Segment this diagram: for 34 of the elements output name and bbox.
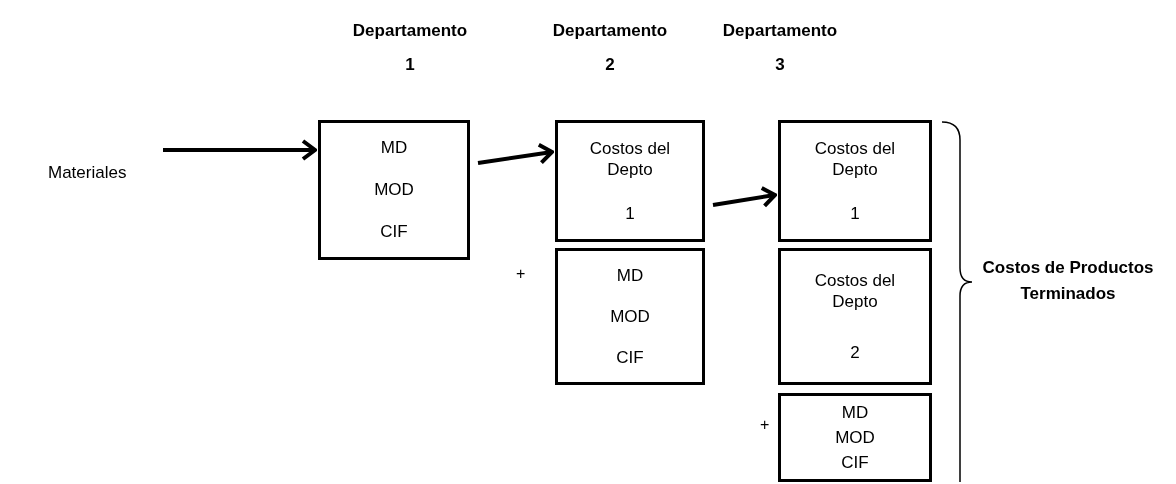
result-label: Costos de Productos Terminados <box>981 257 1155 305</box>
cost-item: Costos del Depto <box>813 138 897 181</box>
process-box <box>318 120 470 260</box>
department-header: 3 <box>775 54 785 76</box>
process-box <box>778 248 932 385</box>
plus-sign: + <box>516 264 526 284</box>
department-header: Departamento <box>552 20 668 42</box>
department-header: Departamento <box>722 20 838 42</box>
cost-item: 2 <box>849 341 861 364</box>
plus-sign: + <box>760 415 770 435</box>
department-header: 2 <box>605 54 615 76</box>
process-box <box>555 248 705 385</box>
input-label: Materiales <box>47 162 128 184</box>
cost-item: 1 <box>849 202 861 224</box>
process-box <box>778 393 932 482</box>
arrow <box>712 186 777 208</box>
cost-item: MD <box>379 137 409 159</box>
process-box <box>778 120 932 242</box>
cost-item: MD <box>840 401 870 424</box>
arrow <box>163 139 317 161</box>
cost-item: Costos del Depto <box>813 269 897 313</box>
department-header: Departamento <box>352 20 468 42</box>
process-box <box>555 120 705 242</box>
cost-item: MOD <box>834 426 876 449</box>
cost-item: MOD <box>373 179 415 201</box>
cost-item: Costos del Depto <box>588 138 672 181</box>
cost-item: CIF <box>615 346 645 369</box>
arrow <box>477 142 554 165</box>
department-header: 1 <box>405 54 415 76</box>
cost-item: 1 <box>624 202 636 224</box>
cost-item: MOD <box>609 305 651 328</box>
cost-item: MD <box>615 264 645 287</box>
cost-item: CIF <box>840 451 870 474</box>
cost-item: CIF <box>379 221 409 243</box>
